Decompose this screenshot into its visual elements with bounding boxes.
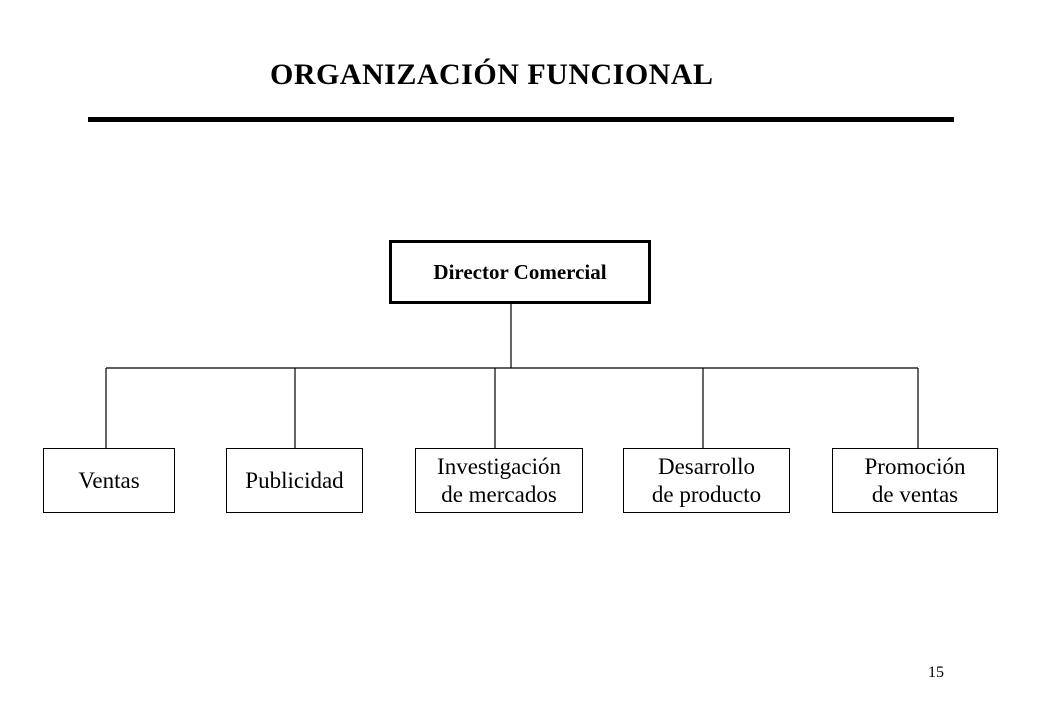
org-node-ventas: Ventas: [43, 448, 175, 513]
org-node-director-comercial: Director Comercial: [389, 240, 651, 304]
page-number: 15: [928, 664, 944, 681]
page-title: ORGANIZACIÓN FUNCIONAL: [270, 58, 714, 91]
org-node-label-line2: de producto: [651, 481, 762, 507]
org-node-promocion-de-ventas: Promoción de ventas: [832, 448, 998, 513]
org-node-label: Publicidad: [245, 467, 344, 493]
org-node-publicidad: Publicidad: [226, 448, 363, 513]
org-node-label-line2: de mercados: [441, 481, 557, 507]
org-node-investigacion-de-mercados: Investigación de mercados: [415, 448, 583, 513]
org-node-label: Director Comercial: [433, 260, 607, 284]
org-node-desarrollo-de-producto: Desarrollo de producto: [623, 448, 790, 513]
org-node-label-line1: Promoción: [864, 453, 966, 479]
title-underline: [88, 117, 954, 122]
org-node-label: Ventas: [78, 467, 140, 493]
org-node-label-line1: Desarrollo: [657, 453, 756, 479]
org-node-label-line1: Investigación: [437, 453, 561, 479]
org-node-label-line2: de ventas: [871, 481, 959, 507]
